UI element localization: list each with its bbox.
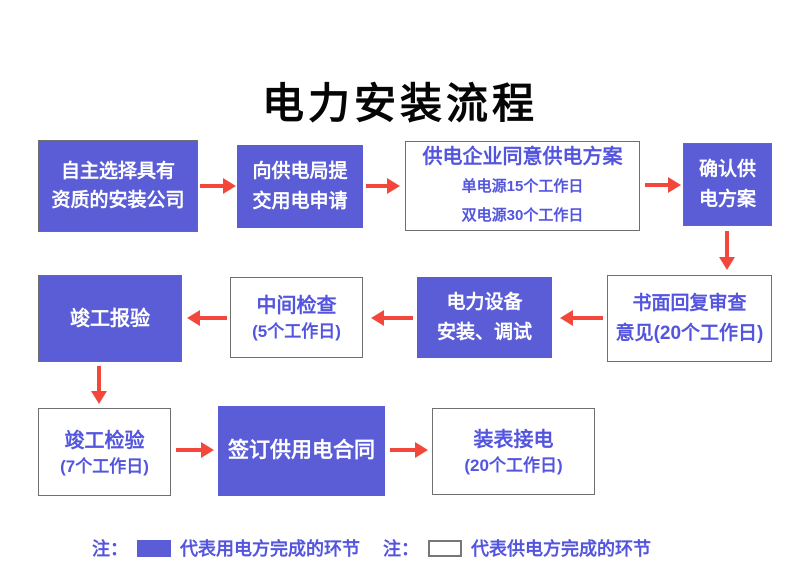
node-text-line: 供电企业同意供电方案 xyxy=(422,145,623,168)
node-completion-inspection: 竣工检验 (7个工作日) xyxy=(38,408,171,496)
node-completion-report: 竣工报验 xyxy=(38,275,182,362)
legend-supplier-side: 注： 代表供电方完成的环节 xyxy=(383,536,651,560)
legend-label: 代表用电方完成的环节 xyxy=(180,539,360,559)
node-choose-company: 自主选择具有 资质的安装公司 xyxy=(38,140,198,232)
node-text-line: (7个工作日) xyxy=(60,456,149,476)
flow-arrow-down-icon xyxy=(719,231,735,270)
flow-arrow-right-icon xyxy=(366,177,400,195)
flow-arrow-right-icon xyxy=(176,441,214,459)
node-text-line: (20个工作日) xyxy=(464,456,563,476)
node-meter-connection: 装表接电 (20个工作日) xyxy=(432,408,595,495)
flow-arrow-left-icon xyxy=(371,309,413,327)
node-equipment-install: 电力设备 安装、调试 xyxy=(417,277,552,358)
legend-note: 注： xyxy=(383,539,419,559)
node-text-line: 意见(20个工作日) xyxy=(615,322,764,344)
node-text-line: 确认供 xyxy=(698,159,756,181)
node-text-line: 中间检查 xyxy=(256,295,337,318)
flow-arrow-down-icon xyxy=(91,366,107,404)
node-text-line: 竣工报验 xyxy=(70,307,150,330)
flow-arrow-right-icon xyxy=(390,441,428,459)
legend-outline-swatch xyxy=(428,539,462,557)
node-confirm-plan: 确认供 电方案 xyxy=(683,143,772,226)
node-text-line: 电力设备 xyxy=(446,292,523,314)
legend-note: 注： xyxy=(92,539,128,559)
node-text-line: 装表接电 xyxy=(473,429,554,452)
node-sign-contract: 签订供用电合同 xyxy=(218,406,385,496)
page-title: 电力安装流程 xyxy=(261,80,538,128)
legend-label: 代表供电方完成的环节 xyxy=(471,539,651,559)
node-text-line: 交用电申请 xyxy=(252,190,348,212)
flow-arrow-right-icon xyxy=(200,177,236,195)
legend-user-side: 注： 代表用电方完成的环节 xyxy=(92,536,360,560)
node-text-line: 电方案 xyxy=(698,188,756,210)
node-text-line: 自主选择具有 xyxy=(60,160,175,182)
legend-filled-swatch xyxy=(137,539,171,557)
node-interim-inspection: 中间检查 (5个工作日) xyxy=(230,277,363,358)
node-text-line: (5个工作日) xyxy=(252,322,341,342)
node-written-reply: 书面回复审查 意见(20个工作日) xyxy=(607,275,772,362)
node-text-line: 书面回复审查 xyxy=(632,293,747,315)
node-submit-application: 向供电局提 交用电申请 xyxy=(237,145,363,228)
node-text-line: 竣工检验 xyxy=(64,429,145,452)
flow-arrow-left-icon xyxy=(187,309,227,327)
node-text-line: 签订供用电合同 xyxy=(228,439,375,463)
node-text-line: 向供电局提 xyxy=(252,161,348,183)
flow-arrow-right-icon xyxy=(645,176,681,194)
node-text-line: 安装、调试 xyxy=(436,321,532,343)
node-utility-approval: 供电企业同意供电方案 单电源15个工作日 双电源30个工作日 xyxy=(405,141,640,231)
node-text-line: 单电源15个工作日 xyxy=(461,177,584,195)
node-text-line: 双电源30个工作日 xyxy=(461,207,584,224)
flow-arrow-left-icon xyxy=(560,309,603,327)
node-text-line: 资质的安装公司 xyxy=(51,190,185,211)
